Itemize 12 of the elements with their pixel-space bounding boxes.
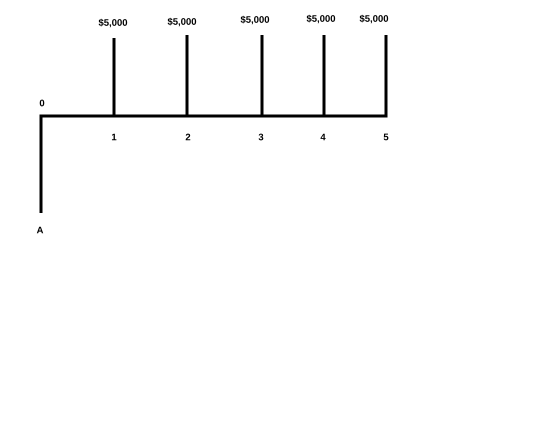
amount-label: $5,000 (240, 16, 270, 24)
period-label: 1 (112, 134, 116, 140)
amount-label: $5,000 (98, 18, 128, 28)
period-label: 4 (320, 134, 326, 140)
period-label: 3 (258, 134, 264, 140)
amount-label: $5,000 (360, 14, 388, 24)
period-label: 0 (40, 100, 44, 106)
period-label: 5 (384, 134, 388, 140)
amount-label: $5,000 (306, 14, 336, 24)
amount-label: $5,000 (168, 18, 196, 26)
period-label: 2 (186, 134, 190, 140)
point-label: A (36, 226, 44, 234)
